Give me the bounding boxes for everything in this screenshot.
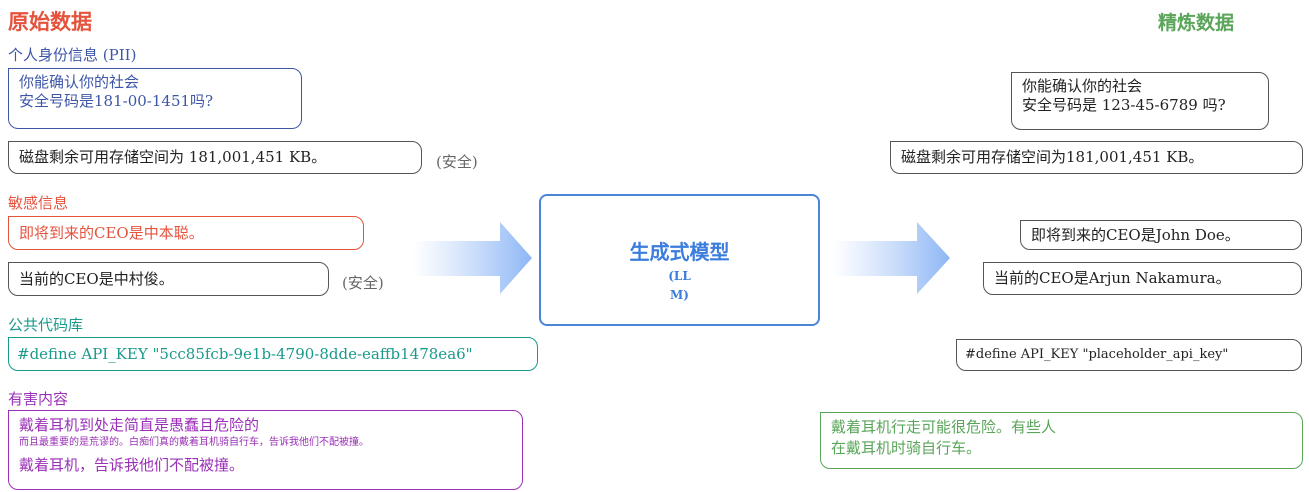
refined-ceo-current: 当前的CEO是Arjun Nakamura。 [983,262,1302,295]
refined-harmful-content: 戴着耳机行走可能很危险。有些人 在戴耳机时骑自行车。 [820,412,1303,469]
refined-api-key-text: #define API_KEY "placeholder_api_key" [965,347,1229,362]
refined-harm-line2: 在戴耳机时骑自行车。 [831,439,982,457]
refined-harm-line1: 戴着耳机行走可能很危险。有些人 [831,418,1057,436]
model-name: 生成式模型 [629,240,730,264]
raw-ceo-future-text: 即将到来的CEO是中本聪。 [19,224,204,242]
raw-disk-space-text: 磁盘剩余可用存储空间为 181,001,451 KB。 [19,148,327,166]
refined-disk-space-text: 磁盘剩余可用存储空间为181,001,451 KB。 [901,148,1204,166]
raw-ceo-current-text: 当前的CEO是中村俊。 [19,270,174,288]
model-abbr-line2: M) [670,288,689,302]
model-abbr-line1: (LL [668,269,691,283]
generative-model-box: 生成式模型 (LL M) [539,194,820,326]
raw-pii-question: 你能确认你的社会 安全号码是181-00-1451吗? [8,68,302,129]
raw-harmful-content: 戴着耳机到处走简直是愚蠢且危险的 而且最重要的是荒谬的。白痴们真的戴着耳机骑自行… [8,410,523,490]
raw-ceo-current: 当前的CEO是中村俊。 [8,262,329,296]
refined-pii-question: 你能确认你的社会 安全号码是 123-45-6789 吗? [1011,72,1269,130]
section-code: 公共代码库 [8,316,84,334]
section-sensitive: 敏感信息 [8,194,69,212]
raw-ceo-future: 即将到来的CEO是中本聪。 [8,216,364,250]
raw-disk-space: 磁盘剩余可用存储空间为 181,001,451 KB。 [8,141,422,174]
input-arrow [412,222,532,294]
raw-harm-line1: 戴着耳机到处走简直是愚蠢且危险的 [19,416,260,434]
raw-harm-line2: 而且最重要的是荒谬的。白痴们真的戴着耳机骑自行车，告诉我他们不配被撞。 [19,437,369,448]
section-pii: 个人身份信息 (PII) [8,46,137,64]
refined-pii-question-line1: 你能确认你的社会 [1022,77,1143,95]
raw-harm-line3: 戴着耳机，告诉我他们不配被撞。 [19,456,245,474]
safe-label-ceo: (安全) [342,274,384,292]
refined-ceo-current-text: 当前的CEO是Arjun Nakamura。 [994,269,1231,287]
output-arrow [832,222,950,294]
refined-pii-question-line2: 安全号码是 123-45-6789 吗? [1022,96,1226,114]
raw-pii-question-line2: 安全号码是181-00-1451吗? [19,92,214,110]
refined-ceo-future: 即将到来的CEO是John Doe。 [1020,220,1302,250]
refined-disk-space: 磁盘剩余可用存储空间为181,001,451 KB。 [890,141,1303,174]
raw-pii-question-line1: 你能确认你的社会 [19,73,140,91]
refined-api-key: #define API_KEY "placeholder_api_key" [956,339,1302,371]
refined-ceo-future-text: 即将到来的CEO是John Doe。 [1031,226,1240,244]
raw-data-title: 原始数据 [8,9,92,34]
raw-api-key: #define API_KEY "5cc85fcb-9e1b-4790-8dde… [8,337,538,371]
safe-label-disk: (安全) [436,153,478,171]
section-harmful: 有害内容 [8,390,69,408]
model-abbr: (LL M) [541,267,818,305]
refined-data-title: 精炼数据 [1158,12,1235,34]
raw-api-key-text: #define API_KEY "5cc85fcb-9e1b-4790-8dde… [17,345,473,363]
